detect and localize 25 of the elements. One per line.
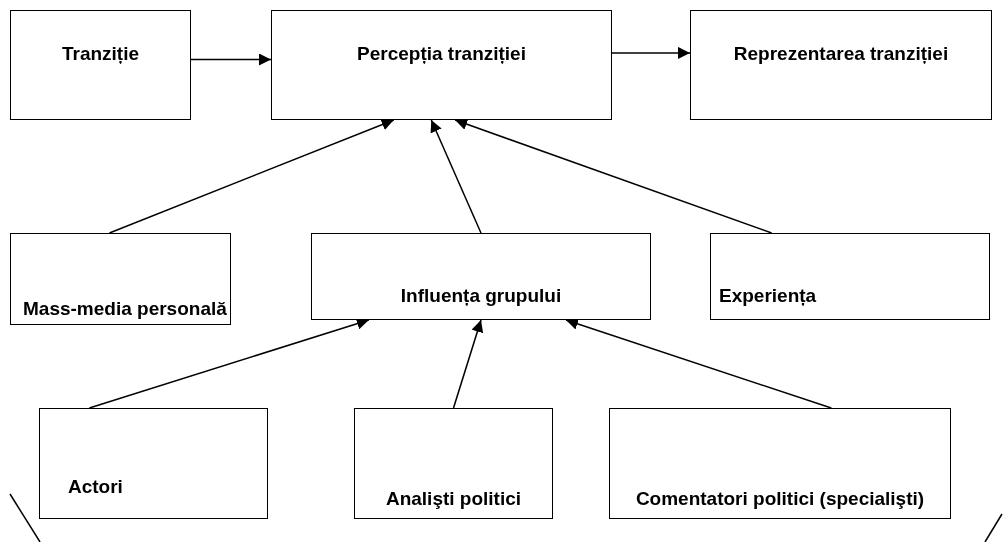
process-box	[10, 233, 231, 325]
arrow	[611, 46, 691, 59]
process-box	[39, 408, 268, 519]
process-box	[271, 10, 612, 120]
box-label: Percepția tranziției	[357, 43, 526, 65]
process-box	[710, 233, 990, 320]
process-box	[609, 408, 951, 519]
process-box	[690, 10, 992, 120]
process-box	[311, 233, 651, 320]
arrow	[565, 318, 833, 409]
arrow	[190, 53, 272, 66]
box-label: Experiența	[719, 285, 817, 307]
box-label: Reprezentarea tranziției	[733, 43, 949, 65]
process-box	[10, 10, 191, 120]
process-box	[354, 408, 553, 519]
arrow	[430, 119, 482, 234]
arrow	[108, 118, 395, 234]
box-label: Actori	[68, 476, 123, 498]
box-label: Analişti politici	[385, 488, 522, 510]
box-label: Comentatori politici (specialişti)	[635, 488, 925, 510]
box-label: Mass-media personală	[23, 298, 227, 320]
box-label: Tranziție	[61, 43, 140, 65]
arrow	[454, 118, 773, 234]
arrow	[452, 319, 484, 409]
box-label: Influența grupului	[400, 285, 562, 307]
